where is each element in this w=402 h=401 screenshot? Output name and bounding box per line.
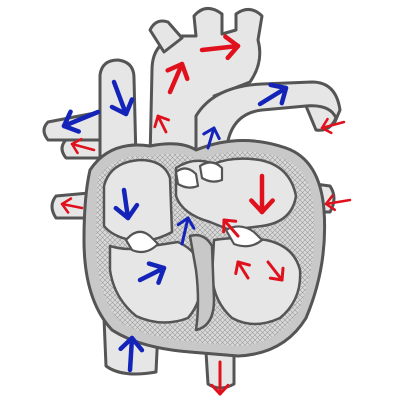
arrow-shaft xyxy=(121,187,131,221)
arrow-shaft xyxy=(236,260,250,280)
arrow-shaft xyxy=(70,142,96,152)
arrow-head xyxy=(146,261,167,285)
pulmonary-valve xyxy=(198,161,224,183)
arrow-pulmonary-vein-in-right-lower xyxy=(60,197,84,214)
arrow-head xyxy=(176,216,196,230)
arrow-shaft xyxy=(222,218,240,238)
heart-outline xyxy=(82,139,327,358)
arrow-pulmonary-vein-in-left-upper xyxy=(320,117,346,135)
arrow-pulmonary-trunk-up xyxy=(202,126,221,150)
tricuspid-valve xyxy=(124,230,160,254)
arrow-left-atrium-down xyxy=(249,173,275,215)
arrow-head xyxy=(320,117,333,135)
aortic-valve xyxy=(174,167,200,189)
arrow-shaft xyxy=(60,202,84,210)
arrow-shaft xyxy=(180,216,190,246)
arrow-svc-up-left xyxy=(61,109,101,134)
right-atrium xyxy=(102,158,174,243)
arrow-apex-out xyxy=(210,360,230,396)
arrow-shaft xyxy=(137,265,167,283)
arrow-shaft xyxy=(266,260,284,282)
arrow-head xyxy=(165,61,190,82)
arrow-head xyxy=(109,97,135,117)
arrow-head xyxy=(118,335,145,353)
arrow-aorta-up xyxy=(165,61,190,95)
arrow-head xyxy=(70,137,83,155)
arrow-shaft xyxy=(324,198,352,206)
arrow-aortic-valve-up xyxy=(153,114,170,134)
arrow-head xyxy=(268,82,289,106)
arrow-shaft xyxy=(206,126,216,150)
arrow-shaft xyxy=(61,109,101,129)
arrow-shaft xyxy=(167,61,185,95)
arrow-tricuspid-up xyxy=(176,216,196,246)
arrow-right-ventricle-out xyxy=(137,261,167,285)
arrow-pulmonary-artery-out xyxy=(257,82,289,107)
arrow-head xyxy=(223,34,241,61)
arrow-pulmonary-vein-in-right-upper xyxy=(70,137,96,155)
arrow-head xyxy=(222,218,238,234)
arrow-shaft xyxy=(156,114,168,134)
arrow-head xyxy=(249,198,275,215)
arrow-head xyxy=(234,260,251,276)
arrow-head xyxy=(324,194,337,212)
arrow-svc-down xyxy=(109,79,135,117)
arrow-left-ventricle-up xyxy=(234,260,251,280)
brachiocephalic-artery xyxy=(148,19,184,54)
arrow-shaft xyxy=(257,85,289,107)
arrow-shaft xyxy=(111,79,129,117)
arrow-shaft xyxy=(199,43,241,53)
arrow-head xyxy=(268,266,285,282)
left-pulmonary-artery xyxy=(304,104,338,132)
interventricular-septum xyxy=(188,233,216,332)
arrow-head xyxy=(113,202,140,221)
arrow-head xyxy=(153,114,170,129)
arrow-head xyxy=(60,197,73,214)
arrow-ivc-up xyxy=(118,335,145,373)
arrow-right-atrium-down xyxy=(113,187,140,221)
arrow-head xyxy=(210,383,230,396)
arrow-shaft xyxy=(127,335,135,373)
arrow-shaft xyxy=(320,120,346,130)
arrow-mitral-up xyxy=(222,218,240,238)
left-ventricle xyxy=(210,236,302,326)
arrow-aorta-right xyxy=(199,34,241,61)
arrow-left-ventricle-down xyxy=(266,260,285,282)
flow-arrows xyxy=(60,34,352,396)
arrow-head xyxy=(61,109,81,134)
arrow-head xyxy=(202,126,221,141)
arrow-pulmonary-vein-in-left-lower xyxy=(324,194,352,212)
